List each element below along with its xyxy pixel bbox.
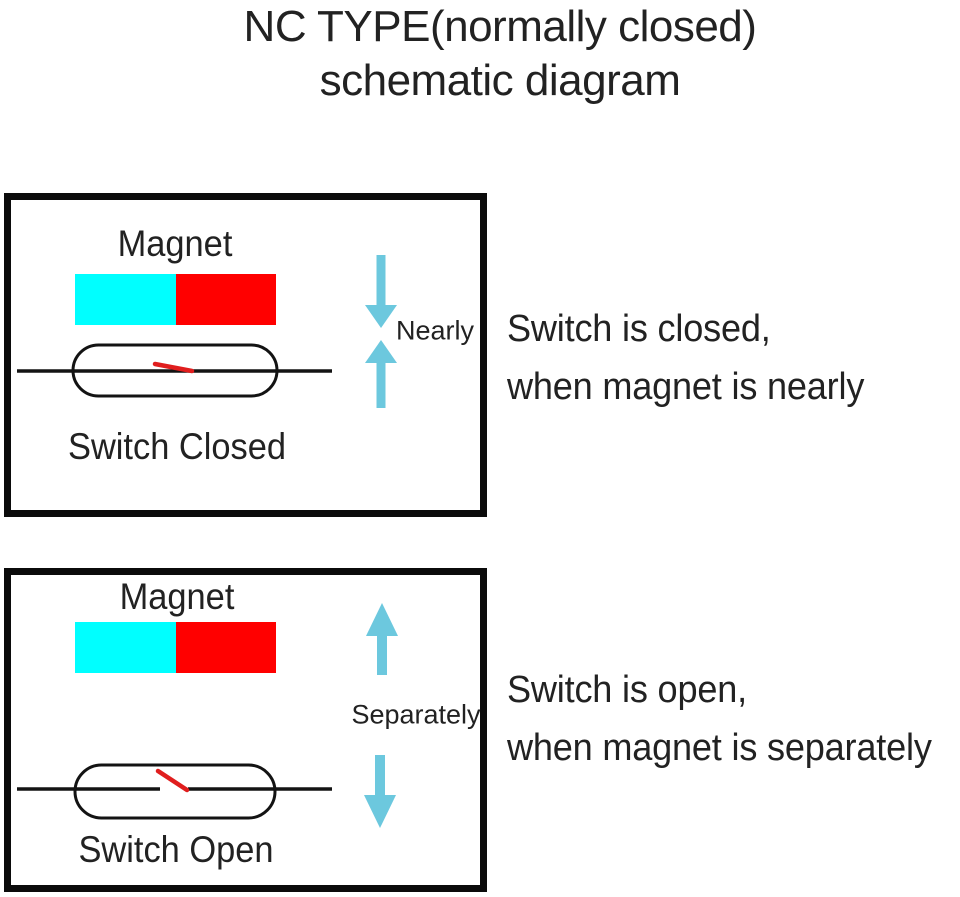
arrow-up-icon: [366, 603, 398, 675]
arrow-down-icon: [364, 755, 396, 828]
magnet: [75, 622, 276, 673]
reed-switch-closed-drawing: [17, 343, 332, 398]
caption-line1: Switch is closed,: [507, 308, 771, 350]
caption-line1: Switch is open,: [507, 669, 747, 711]
glass-capsule: [73, 763, 277, 820]
magnet-south-pole: [175, 622, 276, 673]
page-title: NC TYPE(normally closed) schematic diagr…: [40, 0, 960, 108]
arrow-down-icon: [365, 255, 397, 328]
reed-switch-open-drawing: [17, 763, 332, 820]
caption-line2: when magnet is nearly: [507, 366, 865, 408]
arrow-up-icon: [365, 340, 397, 408]
magnet-south-pole: [175, 274, 276, 325]
magnet-label: Magnet: [119, 576, 235, 617]
switch-state-label: Switch Open: [78, 829, 274, 870]
caption-line2: when magnet is separately: [507, 727, 932, 769]
caption-switch-open: Switch is open, when magnet is separatel…: [507, 661, 932, 777]
glass-capsule: [71, 343, 279, 398]
closed-contact-blade: [152, 361, 195, 374]
panel-switch-open: Magnet Separately Switch Open: [4, 568, 487, 892]
arrow-label-nearly: Nearly: [395, 315, 475, 346]
page-title-line2: schematic diagram: [319, 56, 681, 105]
page-title-line1: NC TYPE(normally closed): [243, 2, 757, 51]
magnet-label: Magnet: [117, 223, 233, 264]
magnet-north-pole: [75, 622, 176, 673]
arrow-label-separately: Separately: [351, 699, 481, 730]
open-contact-blade: [155, 768, 190, 793]
magnet-north-pole: [75, 274, 176, 325]
switch-state-label: Switch Closed: [67, 426, 287, 467]
magnet: [75, 274, 276, 325]
panel-switch-closed: Magnet Nearly Switch Closed: [4, 193, 487, 517]
caption-switch-closed: Switch is closed, when magnet is nearly: [507, 300, 864, 416]
